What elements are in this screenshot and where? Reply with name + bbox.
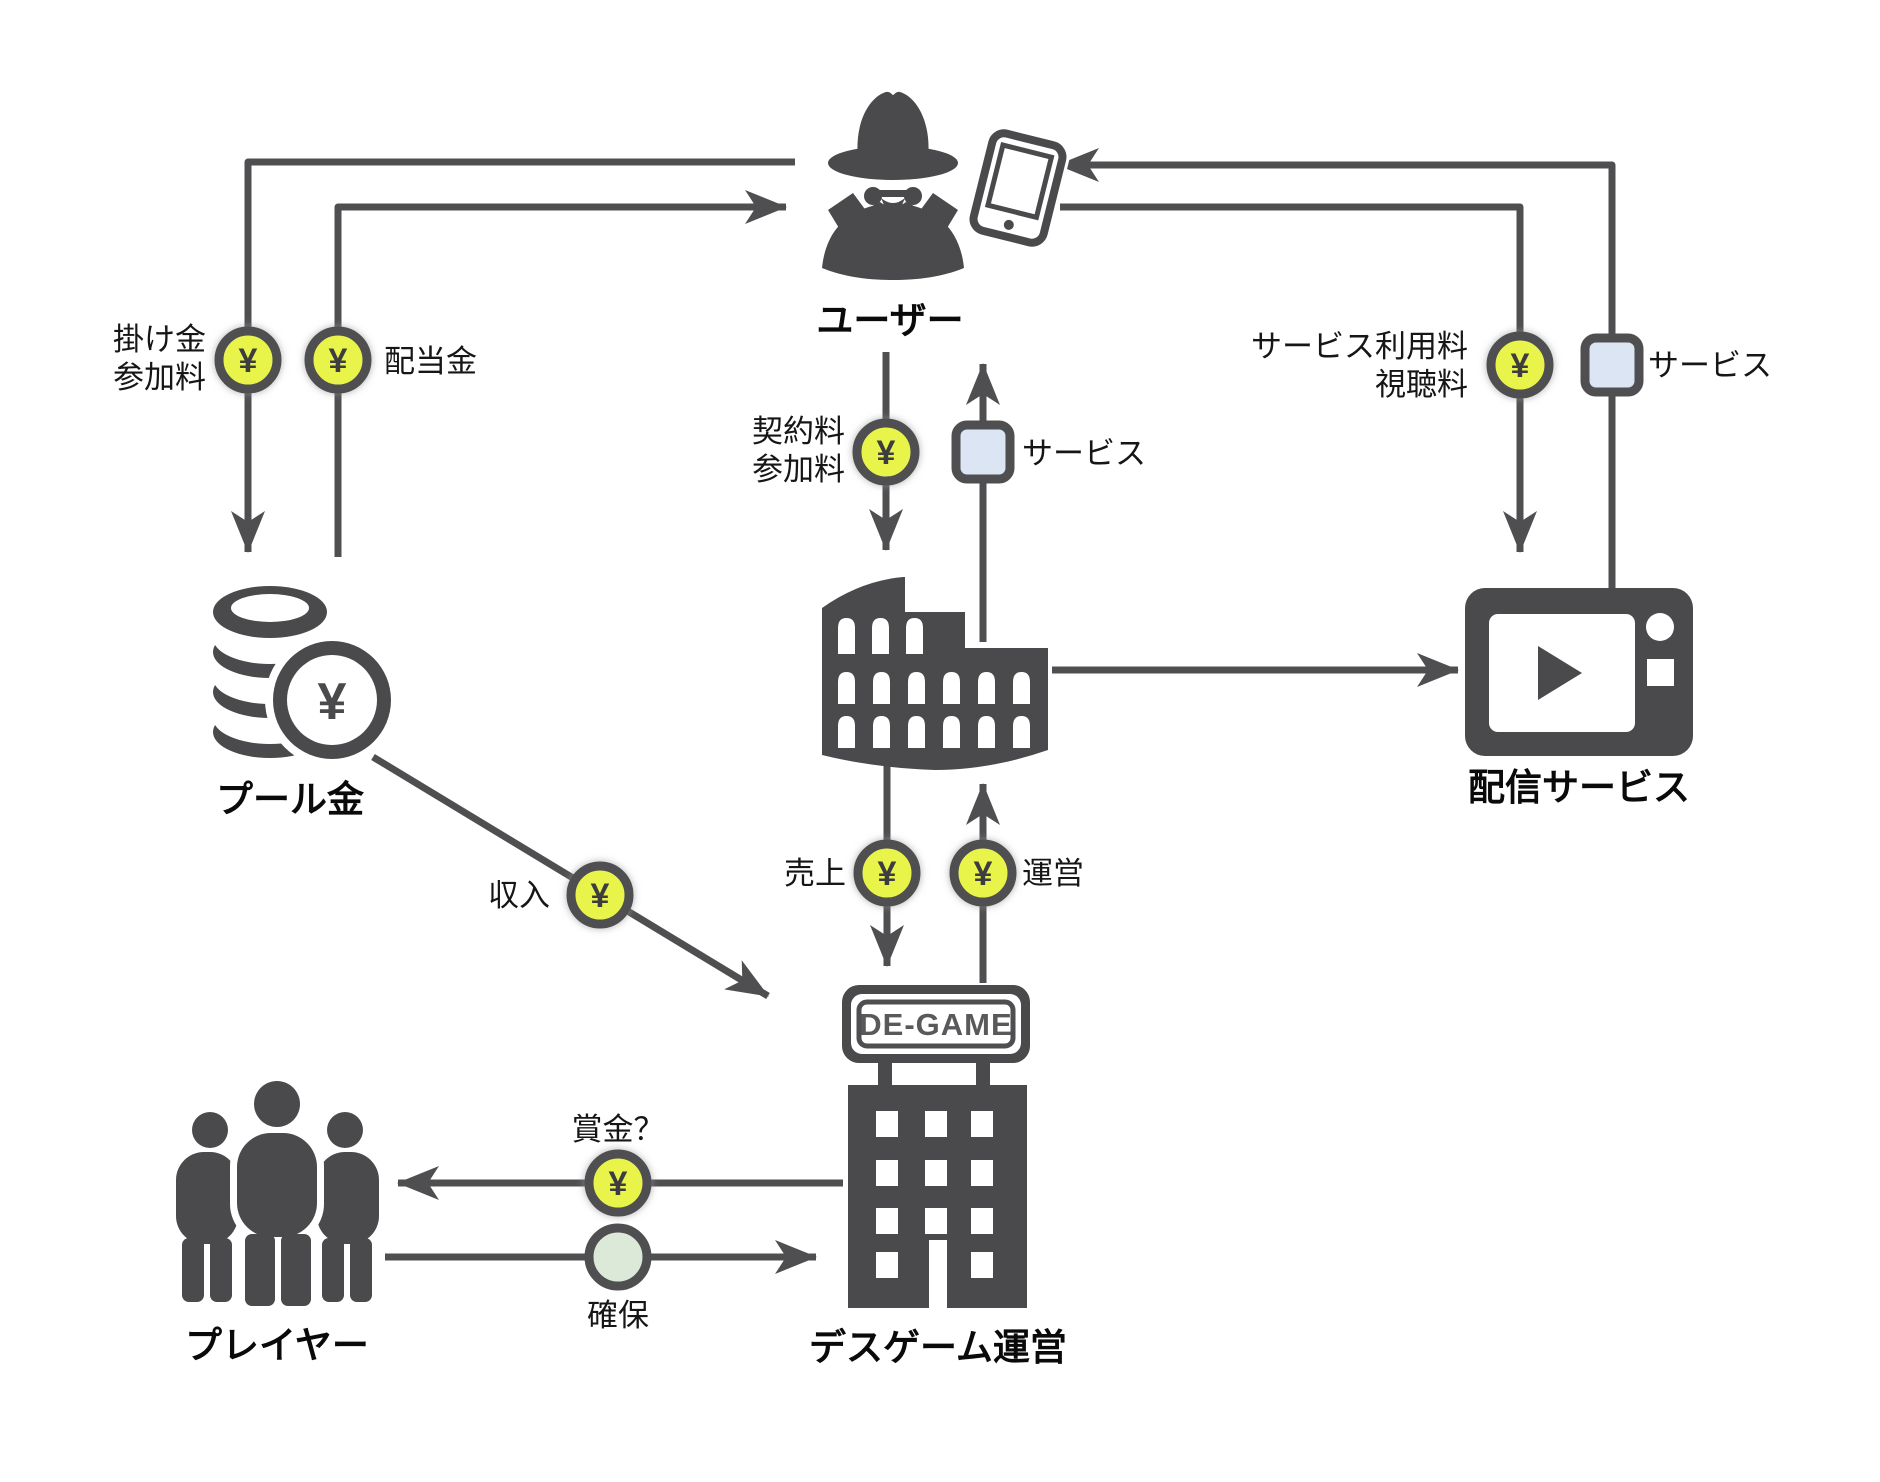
players-icon [176, 1075, 379, 1310]
play-icon [1538, 646, 1582, 700]
phone-home-button [1003, 219, 1014, 230]
player-torso [317, 1152, 379, 1244]
yen-symbol: ¥ [591, 877, 610, 915]
dividend-label: 配当金 [384, 344, 477, 379]
de-game-building-icon: DE-GAME [842, 985, 1030, 1308]
service-fee-label-line2: 視聴料 [1375, 367, 1468, 402]
service-fee-label-line1: サービス利用料 [1251, 329, 1468, 364]
yen-coin-service-fee: ¥ [1486, 331, 1554, 399]
streaming-label: 配信サービス [1468, 767, 1690, 808]
player-leg [182, 1238, 204, 1302]
flow-arrow-income-pool-to-operator [371, 754, 770, 999]
user-label: ユーザー [816, 300, 963, 341]
bet-label-line2: 参加料 [113, 360, 206, 395]
spy-hat-crown [857, 91, 929, 160]
sign-post-right [976, 1060, 990, 1088]
building-windows [876, 1111, 993, 1308]
income-label: 収入 [488, 878, 550, 913]
pool-money-icon: ¥ [213, 586, 399, 767]
tv-knob-circle [1646, 613, 1674, 641]
service-to-user-label: サービス [1022, 436, 1146, 471]
service-box-right [1580, 333, 1644, 397]
flow-arrow-bet-user-to-pool [231, 158, 795, 553]
service-from-streaming-label: サービス [1648, 348, 1772, 383]
player-leg [210, 1238, 232, 1302]
yen-coin-sales: ¥ [853, 839, 921, 907]
secure-circle [584, 1223, 652, 1291]
flow-arrow-service-streaming-to-user [1057, 148, 1616, 588]
yen-symbol: ¥ [609, 1165, 628, 1203]
smartphone-icon [965, 125, 1071, 251]
yen-symbol: ¥ [878, 855, 897, 893]
service-box-center [951, 420, 1015, 484]
secure-label: 確保 [587, 1298, 649, 1333]
pool-yen-inner [287, 655, 377, 745]
operation-label: 運営 [1022, 856, 1084, 891]
sign-label: DE-GAME [859, 1007, 1012, 1042]
player-leg [350, 1238, 372, 1302]
coin-stack-top-face [231, 594, 309, 622]
yen-symbol: ¥ [329, 342, 348, 380]
spy-goatee [881, 198, 905, 226]
yen-symbol: ¥ [974, 855, 993, 893]
yen-coin-income: ¥ [566, 861, 634, 929]
colosseum-arches [838, 618, 1030, 748]
sign-post-left [878, 1060, 892, 1088]
flow-arrow-fee-user-to-streaming [1060, 203, 1537, 553]
bet-label-line1: 掛け金 [113, 322, 206, 357]
spy-collar-right [919, 193, 958, 238]
operator-label: デスゲーム運営 [809, 1326, 1067, 1368]
user-spy-icon [822, 91, 964, 280]
yen-coin-contract: ¥ [852, 418, 920, 486]
yen-symbol: ¥ [239, 342, 258, 380]
yen-symbol: ¥ [1511, 347, 1530, 385]
spy-collar-left [828, 193, 867, 238]
player-center-head [254, 1081, 300, 1127]
spy-glasses-bridge [873, 190, 913, 197]
player-leg [322, 1238, 344, 1302]
player-center-leg [281, 1234, 311, 1306]
sign-inner-frame [856, 999, 1016, 1049]
player-head [327, 1112, 363, 1148]
contract-label-line1: 契約料 [752, 414, 845, 449]
flow-arrow-dividend-pool-to-user [334, 190, 787, 557]
player-torso [176, 1152, 238, 1244]
pool-yen-symbol: ¥ [318, 673, 347, 731]
yen-coin-prize: ¥ [584, 1149, 652, 1217]
contract-label-line2: 参加料 [752, 452, 845, 487]
streaming-tv-icon [1465, 588, 1693, 756]
players-label: プレイヤー [185, 1325, 369, 1366]
player-center-leg [245, 1234, 275, 1306]
tv-knob-square [1647, 659, 1674, 686]
player-center-torso [237, 1133, 317, 1237]
sales-label: 売上 [784, 856, 846, 891]
phone-screen [984, 142, 1055, 221]
player-head [192, 1112, 228, 1148]
yen-coin-bet: ¥ [214, 326, 282, 394]
prize-label: 賞金？ [572, 1112, 665, 1147]
yen-coin-dividend: ¥ [304, 326, 372, 394]
pool-label: プール金 [216, 778, 365, 820]
colosseum-icon [822, 577, 1048, 770]
yen-symbol: ¥ [877, 434, 896, 472]
spy-hat-brim [828, 146, 958, 180]
yen-coin-operation: ¥ [949, 839, 1017, 907]
